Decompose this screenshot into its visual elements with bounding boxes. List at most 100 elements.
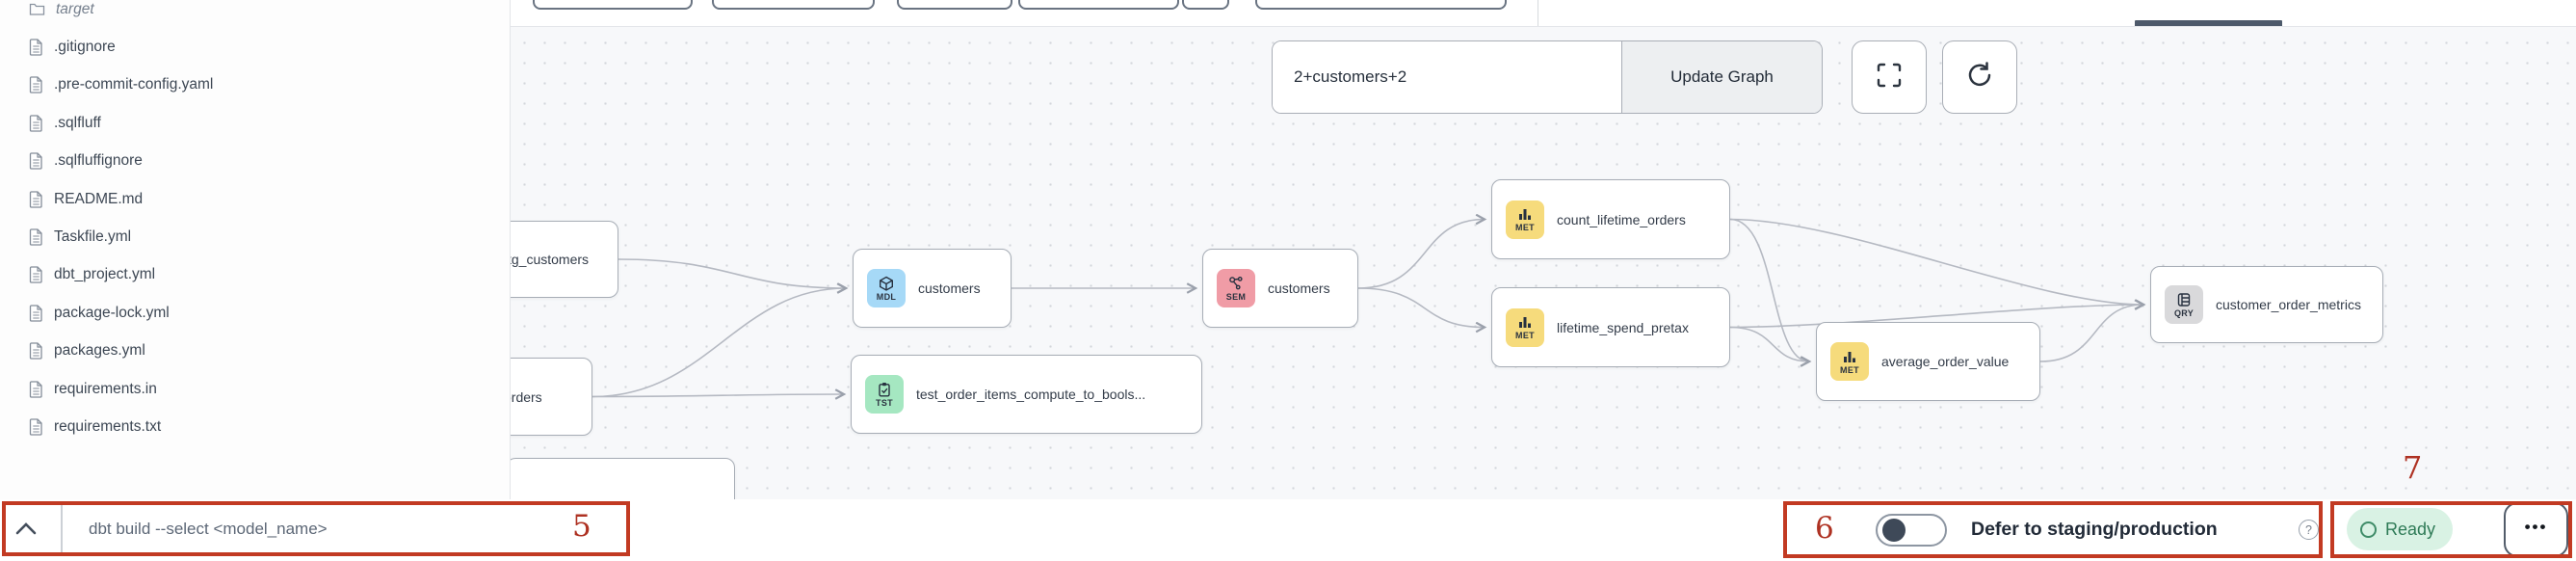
graph-controls: Update Graph bbox=[1272, 40, 2017, 114]
defer-label: Defer to staging/production bbox=[1971, 519, 2218, 540]
toolbar-button-stub[interactable] bbox=[1255, 0, 1507, 10]
toolbar-button-stub[interactable] bbox=[1018, 0, 1179, 10]
file-icon bbox=[29, 76, 42, 94]
file-icon bbox=[29, 380, 42, 398]
met-badge-icon: MET bbox=[1830, 342, 1869, 381]
file-icon bbox=[29, 342, 42, 360]
sidebar-item-file[interactable]: packages.yml bbox=[0, 333, 510, 370]
file-icon bbox=[29, 152, 42, 170]
chevron-up-icon[interactable] bbox=[15, 521, 37, 540]
met-badge-icon: MET bbox=[1506, 200, 1544, 239]
dag-node-test_order_items[interactable]: TST test_order_items_compute_to_bools... bbox=[851, 355, 1202, 434]
update-graph-button[interactable]: Update Graph bbox=[1621, 41, 1822, 113]
file-name: .gitignore bbox=[54, 39, 116, 56]
top-toolbar bbox=[511, 0, 2576, 27]
active-tab-underline bbox=[2135, 20, 2282, 26]
file-name: requirements.txt bbox=[54, 417, 162, 435]
file-icon bbox=[29, 266, 42, 284]
ellipsis-icon: ••• bbox=[2524, 517, 2548, 536]
refresh-button[interactable] bbox=[1942, 40, 2017, 114]
file-list: target .gitignore .pre-commit-config.yaml.… bbox=[0, 0, 510, 446]
file-name: .sqlfluffignore bbox=[54, 152, 143, 170]
file-icon bbox=[29, 190, 42, 208]
file-icon bbox=[29, 305, 42, 322]
sidebar-item-file[interactable]: .gitignore bbox=[0, 28, 510, 66]
dag-edge-lifetime_spend_pretax-to-average_order_value bbox=[1729, 326, 1809, 362]
file-name: .pre-commit-config.yaml bbox=[54, 76, 214, 94]
dag-edge-orders-to-customers_mdl bbox=[591, 288, 846, 398]
defer-toggle[interactable] bbox=[1876, 514, 1947, 547]
dag-node-stg_customers[interactable]: MDLstg_customers bbox=[511, 221, 618, 298]
dag-edge-count_lifetime_orders-to-customer_order_metrics bbox=[1729, 218, 2143, 306]
dag-node-label: customers bbox=[918, 280, 981, 296]
status-badge: Ready bbox=[2347, 508, 2454, 550]
fullscreen-icon bbox=[1876, 62, 1903, 94]
more-options-button[interactable]: ••• bbox=[2504, 502, 2568, 557]
dag-node-customers_sem[interactable]: SEM customers bbox=[1202, 249, 1358, 328]
dag-node-label: lifetime_spend_pretax bbox=[1557, 319, 1689, 335]
dag-node-clipped[interactable] bbox=[511, 458, 735, 499]
file-name: requirements.in bbox=[54, 380, 157, 397]
file-name: Taskfile.yml bbox=[54, 228, 132, 246]
dag-edge-stg_customers-to-customers_mdl bbox=[618, 258, 846, 288]
selector-group: Update Graph bbox=[1272, 40, 1823, 114]
dag-edge-customers_sem-to-lifetime_spend_pretax bbox=[1357, 287, 1485, 328]
sem-badge-icon: SEM bbox=[1217, 269, 1255, 307]
dag-node-customer_order_metrics[interactable]: QRY customer_order_metrics bbox=[2150, 266, 2383, 343]
dag-node-label: orders bbox=[511, 388, 542, 405]
file-icon bbox=[29, 418, 42, 436]
file-icon bbox=[29, 39, 42, 56]
mdl-badge-icon: MDL bbox=[867, 269, 906, 307]
file-name: README.md bbox=[54, 190, 144, 207]
dag-node-average_order_value[interactable]: MET average_order_value bbox=[1816, 322, 2040, 401]
qry-badge-icon: QRY bbox=[2165, 285, 2203, 324]
sidebar-item-file[interactable]: Taskfile.yml bbox=[0, 218, 510, 255]
file-icon bbox=[29, 228, 42, 246]
file-name: .sqlfluff bbox=[54, 114, 101, 131]
file-explorer-sidebar: target .gitignore .pre-commit-config.yaml.… bbox=[0, 0, 511, 499]
toggle-knob bbox=[1882, 519, 1906, 542]
tst-badge-icon: TST bbox=[865, 375, 904, 414]
file-icon bbox=[29, 115, 42, 132]
sidebar-item-file[interactable]: .pre-commit-config.yaml bbox=[0, 67, 510, 104]
selector-input[interactable] bbox=[1273, 41, 1621, 113]
dag-node-label: test_order_items_compute_to_bools... bbox=[916, 387, 1146, 402]
toolbar-button-stub[interactable] bbox=[533, 0, 693, 10]
file-name: package-lock.yml bbox=[54, 304, 170, 321]
sidebar-item-file[interactable]: .sqlfluff bbox=[0, 104, 510, 142]
toolbar-button-stub[interactable] bbox=[1182, 0, 1229, 10]
dag-node-label: customers bbox=[1268, 280, 1330, 296]
sidebar-item-file[interactable]: requirements.txt bbox=[0, 408, 510, 445]
dag-node-label: count_lifetime_orders bbox=[1557, 211, 1686, 227]
sidebar-item-file[interactable]: README.md bbox=[0, 180, 510, 218]
dag-node-orders[interactable]: MDLorders bbox=[511, 358, 592, 436]
dag-node-label: average_order_value bbox=[1881, 354, 2010, 369]
dag-node-count_lifetime_orders[interactable]: MET count_lifetime_orders bbox=[1491, 179, 1730, 259]
refresh-icon bbox=[1965, 61, 1994, 94]
status-label: Ready bbox=[2385, 519, 2436, 539]
command-input[interactable] bbox=[77, 505, 539, 553]
status-circle-icon bbox=[2360, 521, 2377, 538]
toolbar-button-stub[interactable] bbox=[712, 0, 875, 10]
help-icon[interactable]: ? bbox=[2299, 520, 2319, 540]
dag-edge-average_order_value-to-customer_order_metrics bbox=[2039, 305, 2143, 362]
dag-node-customers_mdl[interactable]: MDL customers bbox=[853, 249, 1012, 328]
file-name: packages.yml bbox=[54, 342, 145, 360]
dag-node-label: customer_order_metrics bbox=[2216, 297, 2361, 312]
sidebar-item-file[interactable]: dbt_project.yml bbox=[0, 256, 510, 294]
toolbar-button-stub[interactable] bbox=[897, 0, 1012, 10]
fullscreen-button[interactable] bbox=[1852, 40, 1927, 114]
dag-edge-customers_sem-to-count_lifetime_orders bbox=[1357, 220, 1485, 289]
dag-edge-orders-to-test_order_items bbox=[591, 394, 844, 397]
dag-edge-count_lifetime_orders-to-average_order_value bbox=[1729, 218, 1809, 362]
file-name: target bbox=[56, 0, 94, 17]
command-bar-divider bbox=[61, 503, 63, 555]
sidebar-item-file[interactable]: .sqlfluffignore bbox=[0, 143, 510, 180]
sidebar-item-folder[interactable]: target bbox=[0, 0, 510, 28]
folder-icon bbox=[29, 4, 45, 15]
sidebar-item-file[interactable]: requirements.in bbox=[0, 370, 510, 408]
file-name: dbt_project.yml bbox=[54, 266, 156, 283]
sidebar-item-file[interactable]: package-lock.yml bbox=[0, 294, 510, 332]
